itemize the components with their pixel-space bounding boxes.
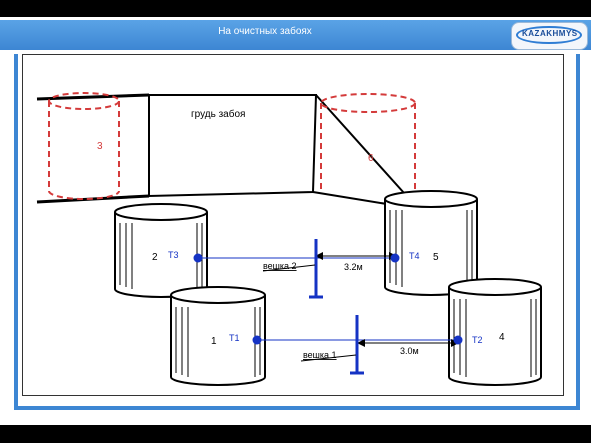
- cylinder-1: 1: [170, 286, 266, 386]
- slide-header: На очистных забоях: [0, 20, 591, 50]
- left-wall-top: [36, 93, 150, 101]
- distance-label-3-0: 3.0м: [400, 346, 419, 356]
- face-label: грудь забоя: [191, 108, 245, 120]
- marker-1: [300, 315, 364, 375]
- cylinder-6-dashed: 6: [320, 93, 416, 191]
- top-black-bar: [0, 0, 591, 17]
- point-t4: [390, 253, 400, 263]
- arrow-3-2m-head-left: [315, 252, 323, 260]
- point-t1: [252, 335, 262, 345]
- slide-title: На очистных забоях: [218, 26, 312, 37]
- marker-1-label: вешка 1: [303, 350, 337, 360]
- cylinder-2: 2: [114, 203, 208, 298]
- cylinder-4: 4: [448, 278, 542, 386]
- slide-frame: [14, 54, 580, 410]
- point-t4-label: T4: [409, 251, 420, 261]
- right-wall-top: [315, 94, 414, 204]
- marker-2: [262, 239, 323, 299]
- arrow-3-0m-head-left: [357, 339, 365, 347]
- logo-text: KAZAKHMYS: [522, 29, 578, 38]
- diagram-panel: грудь забоя 3 6 2 5: [22, 54, 564, 396]
- cylinder-6-number: 6: [368, 153, 374, 164]
- point-t2-label: T2: [472, 335, 483, 345]
- mine-face-diagram: грудь забоя 3 6 2 5: [36, 92, 542, 386]
- point-t1-label: T1: [229, 333, 240, 343]
- cylinder-5: 5: [384, 190, 478, 296]
- right-wall-bottom: [312, 191, 394, 206]
- cylinder-1-number: 1: [211, 336, 217, 347]
- point-t3: [193, 253, 203, 263]
- cylinder-2-number: 2: [152, 252, 158, 263]
- point-t3-label: T3: [168, 250, 179, 260]
- cylinder-4-number: 4: [499, 332, 505, 343]
- marker-2-label: вешка 2: [263, 261, 297, 271]
- cylinder-3-dashed: 3: [48, 92, 120, 200]
- bottom-black-bar: [0, 425, 591, 443]
- kazakhmys-logo: KAZAKHMYS: [511, 22, 588, 50]
- cylinder-5-number: 5: [433, 252, 439, 263]
- distance-label-3-2: 3.2м: [344, 262, 363, 272]
- left-wall-bottom: [36, 194, 150, 204]
- cylinder-3-number: 3: [97, 141, 103, 152]
- logo-ring: [516, 26, 582, 44]
- point-t2: [453, 335, 463, 345]
